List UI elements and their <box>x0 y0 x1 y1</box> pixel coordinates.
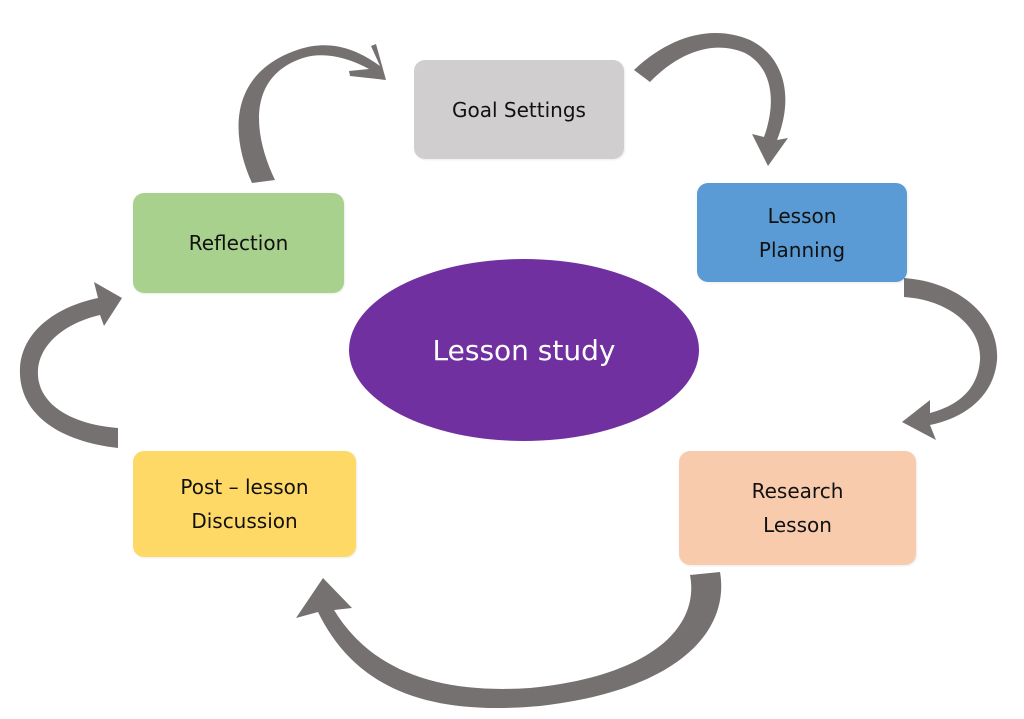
step-post-lesson-discussion: Post – lesson Discussion <box>133 451 356 557</box>
step-research-lesson-line-2: Lesson <box>763 513 832 537</box>
step-goal-settings: Goal Settings <box>414 60 624 159</box>
arrow-planning-to-research <box>902 278 998 440</box>
step-research-lesson: Research Lesson <box>679 451 916 565</box>
step-goal-settings-line-1: Goal Settings <box>452 97 586 122</box>
center-lesson-study: Lesson study <box>349 259 699 441</box>
arrow-goal-to-planning <box>634 32 788 166</box>
center-label: Lesson study <box>432 333 616 367</box>
step-post-lesson-line-1: Post – lesson <box>180 475 309 499</box>
arrow-research-to-post <box>296 572 722 709</box>
arrow-reflection-to-goal <box>238 44 386 183</box>
step-lesson-planning-line-1: Lesson <box>767 203 837 228</box>
step-reflection: Reflection <box>133 193 344 293</box>
step-research-lesson-line-1: Research <box>751 479 844 503</box>
step-lesson-planning: Lesson Planning <box>697 183 907 282</box>
arrow-post-to-reflection <box>19 282 122 448</box>
step-reflection-line-1: Reflection <box>188 231 289 255</box>
step-lesson-planning-line-2: Planning <box>758 237 846 262</box>
step-post-lesson-line-2: Discussion <box>191 509 298 533</box>
